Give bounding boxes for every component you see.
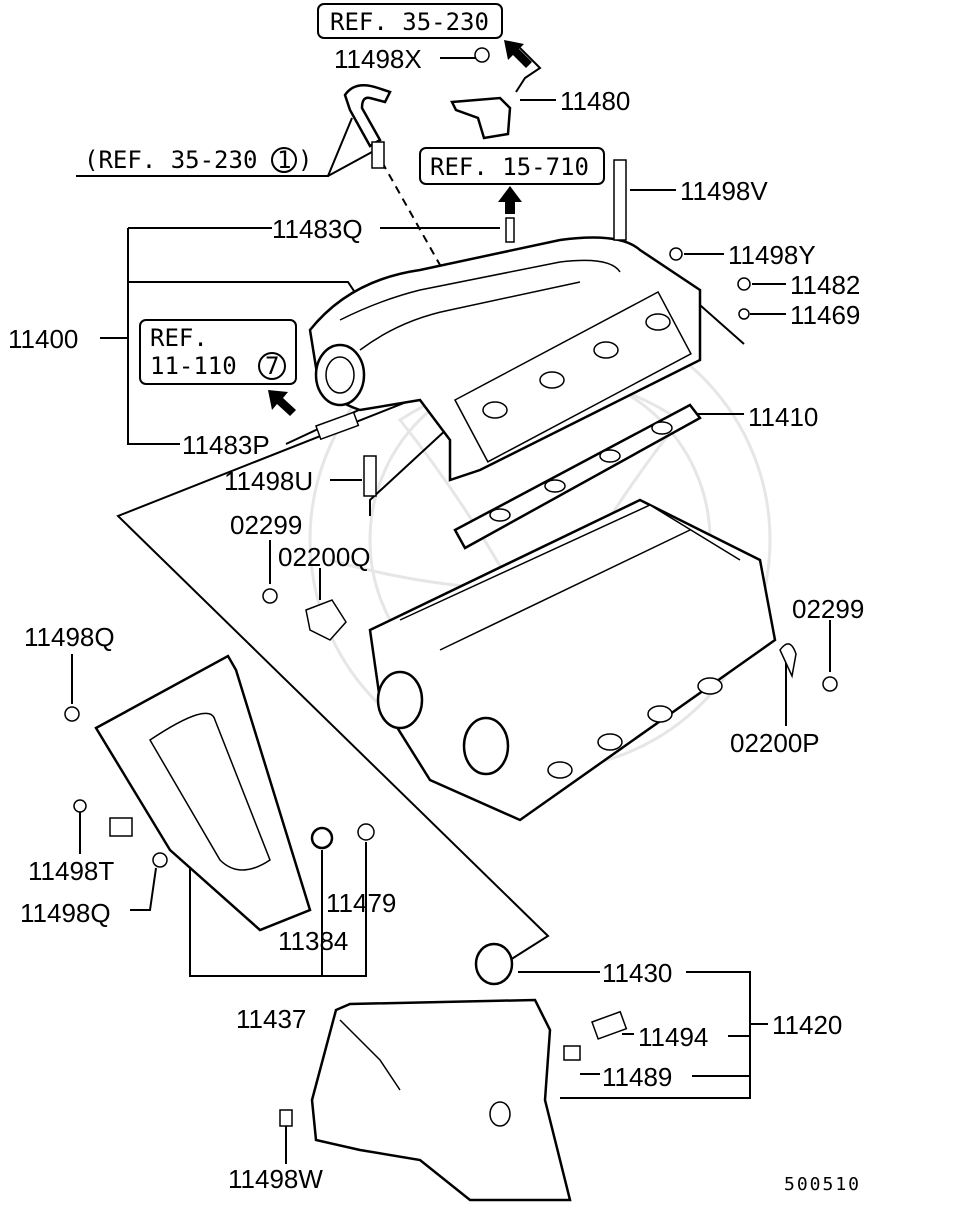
ref-text: (REF. 35-230	[84, 146, 257, 174]
ref-box-15-710: REF. 15-710	[419, 147, 605, 185]
label-11430: 11430	[602, 958, 672, 988]
label-11400: 11400	[8, 324, 78, 354]
label-11498U: 11498U	[224, 466, 313, 496]
label-02200P: 02200P	[730, 728, 820, 758]
ref-circle-number: 1	[277, 146, 291, 174]
ref-text-line2: 11-110	[150, 352, 237, 380]
label-11498Q: 11498Q	[24, 622, 115, 652]
intake-cover-bracket	[94, 654, 312, 932]
ref-close-paren: )	[298, 146, 312, 174]
label-11483P: 11483P	[182, 430, 270, 460]
runner-ports	[482, 313, 671, 419]
small-parts	[64, 47, 838, 1127]
ref-35-230-left: (REF. 35-230 1 )	[84, 146, 312, 174]
label-11469: 11469	[790, 300, 860, 330]
label-11498W: 11498W	[228, 1164, 323, 1194]
arrow-up-left-icon	[268, 390, 296, 416]
part-labels: 11498X 11480 11498V 11483Q 11498Y 11482 …	[8, 44, 864, 1195]
ref-text: REF. 15-710	[430, 153, 589, 181]
label-11482: 11482	[790, 270, 860, 300]
label-11489: 11489	[602, 1062, 672, 1092]
label-11384: 11384	[278, 926, 348, 956]
ref-circle-number: 7	[265, 352, 279, 380]
ref-text: REF. 35-230	[330, 8, 489, 36]
label-11498T: 11498T	[28, 856, 114, 886]
arrow-up-left-icon	[504, 40, 532, 68]
label-11480: 11480	[560, 86, 630, 116]
arrow-up-icon	[498, 186, 522, 214]
manifold-gasket-11410	[453, 403, 702, 550]
label-11498V: 11498V	[680, 176, 768, 206]
label-11410: 11410	[748, 402, 818, 432]
label-02299: 02299	[230, 510, 302, 540]
label-11498Y: 11498Y	[728, 240, 816, 270]
cylinder-head	[368, 498, 777, 822]
ref-text-line1: REF.	[150, 324, 208, 352]
diagram-code: 500510	[784, 1174, 861, 1195]
oil-pan	[310, 998, 572, 1202]
label-11479: 11479	[326, 888, 396, 918]
intake-manifold	[308, 236, 702, 482]
label-11498Q: 11498Q	[20, 898, 111, 928]
ref-box-11-110: REF. 11-110 7	[139, 319, 297, 385]
label-11420: 11420	[772, 1010, 842, 1040]
label-11483Q: 11483Q	[272, 214, 363, 244]
ref-arrows	[268, 40, 532, 416]
ref-box-35-230-top: REF. 35-230	[317, 3, 503, 39]
label-11494: 11494	[638, 1022, 708, 1052]
label-02200Q: 02200Q	[278, 542, 371, 572]
label-02299: 02299	[792, 594, 864, 624]
label-11498X: 11498X	[334, 44, 422, 74]
label-11437: 11437	[236, 1004, 306, 1034]
